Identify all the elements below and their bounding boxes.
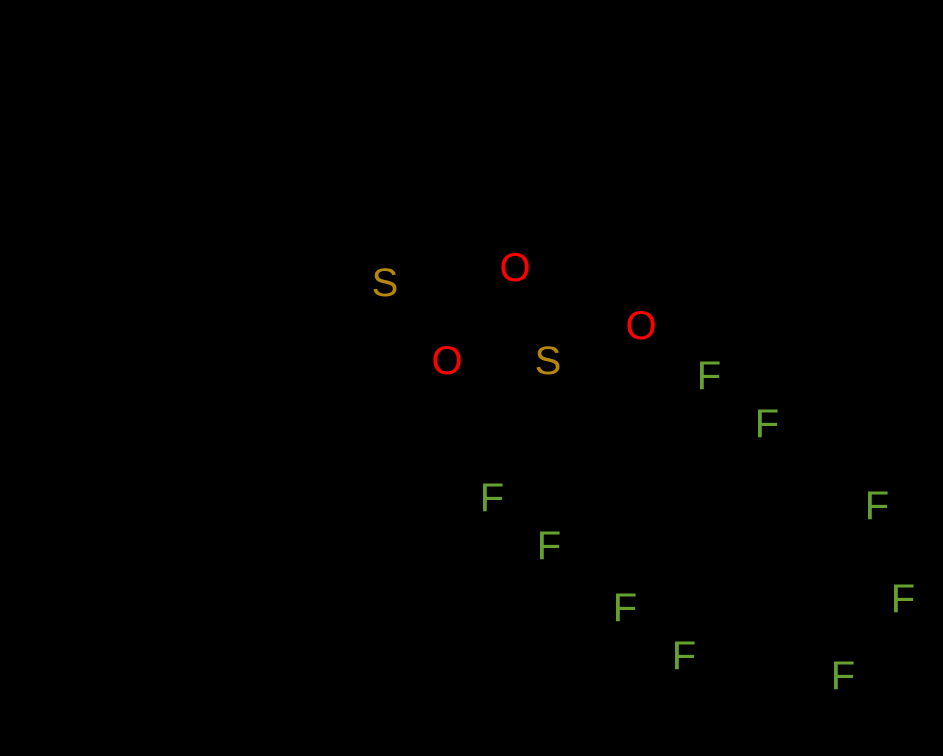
bond bbox=[441, 311, 470, 362]
atom-label-f-f8: F bbox=[671, 634, 697, 678]
bond bbox=[227, 151, 318, 206]
atom-label-f-f7: F bbox=[612, 586, 638, 630]
bond bbox=[545, 358, 603, 433]
atom-label-f-f6: F bbox=[890, 577, 916, 621]
bond bbox=[470, 267, 521, 321]
atom-label-f-f9: F bbox=[830, 654, 856, 698]
bond bbox=[314, 1, 405, 56]
atom-label-f-f4: F bbox=[536, 524, 562, 568]
bond bbox=[467, 313, 551, 364]
bond bbox=[597, 373, 712, 433]
bond bbox=[314, 148, 405, 203]
bond bbox=[314, 245, 388, 286]
bond bbox=[489, 477, 533, 501]
bond bbox=[464, 263, 515, 317]
bond bbox=[527, 477, 552, 549]
bond bbox=[544, 320, 643, 361]
bond bbox=[527, 427, 603, 483]
bond bbox=[447, 315, 476, 366]
atom-label-f-f3: F bbox=[479, 476, 505, 520]
atom-label-s-s2: S bbox=[534, 339, 562, 383]
bond bbox=[787, 567, 846, 679]
atom-label-o-o1: O bbox=[499, 246, 531, 290]
bond bbox=[622, 557, 663, 611]
atom-label-f-f1: F bbox=[696, 354, 722, 398]
atom-label-o-o3: O bbox=[625, 304, 657, 348]
atom-label-f-f5: F bbox=[864, 484, 890, 528]
atom-label-f-f2: F bbox=[754, 402, 780, 446]
bond bbox=[597, 421, 770, 433]
bond bbox=[227, 0, 318, 53]
atom-label-s-s1: S bbox=[371, 261, 399, 305]
bond bbox=[657, 557, 687, 659]
bond bbox=[657, 557, 793, 573]
bond bbox=[787, 567, 906, 602]
atom-label-o-o2: O bbox=[431, 339, 463, 383]
bond bbox=[527, 477, 663, 563]
bond bbox=[231, 4, 322, 59]
bond bbox=[787, 503, 880, 573]
bond bbox=[231, 145, 322, 200]
bond bbox=[546, 326, 645, 367]
bond bbox=[382, 280, 473, 319]
